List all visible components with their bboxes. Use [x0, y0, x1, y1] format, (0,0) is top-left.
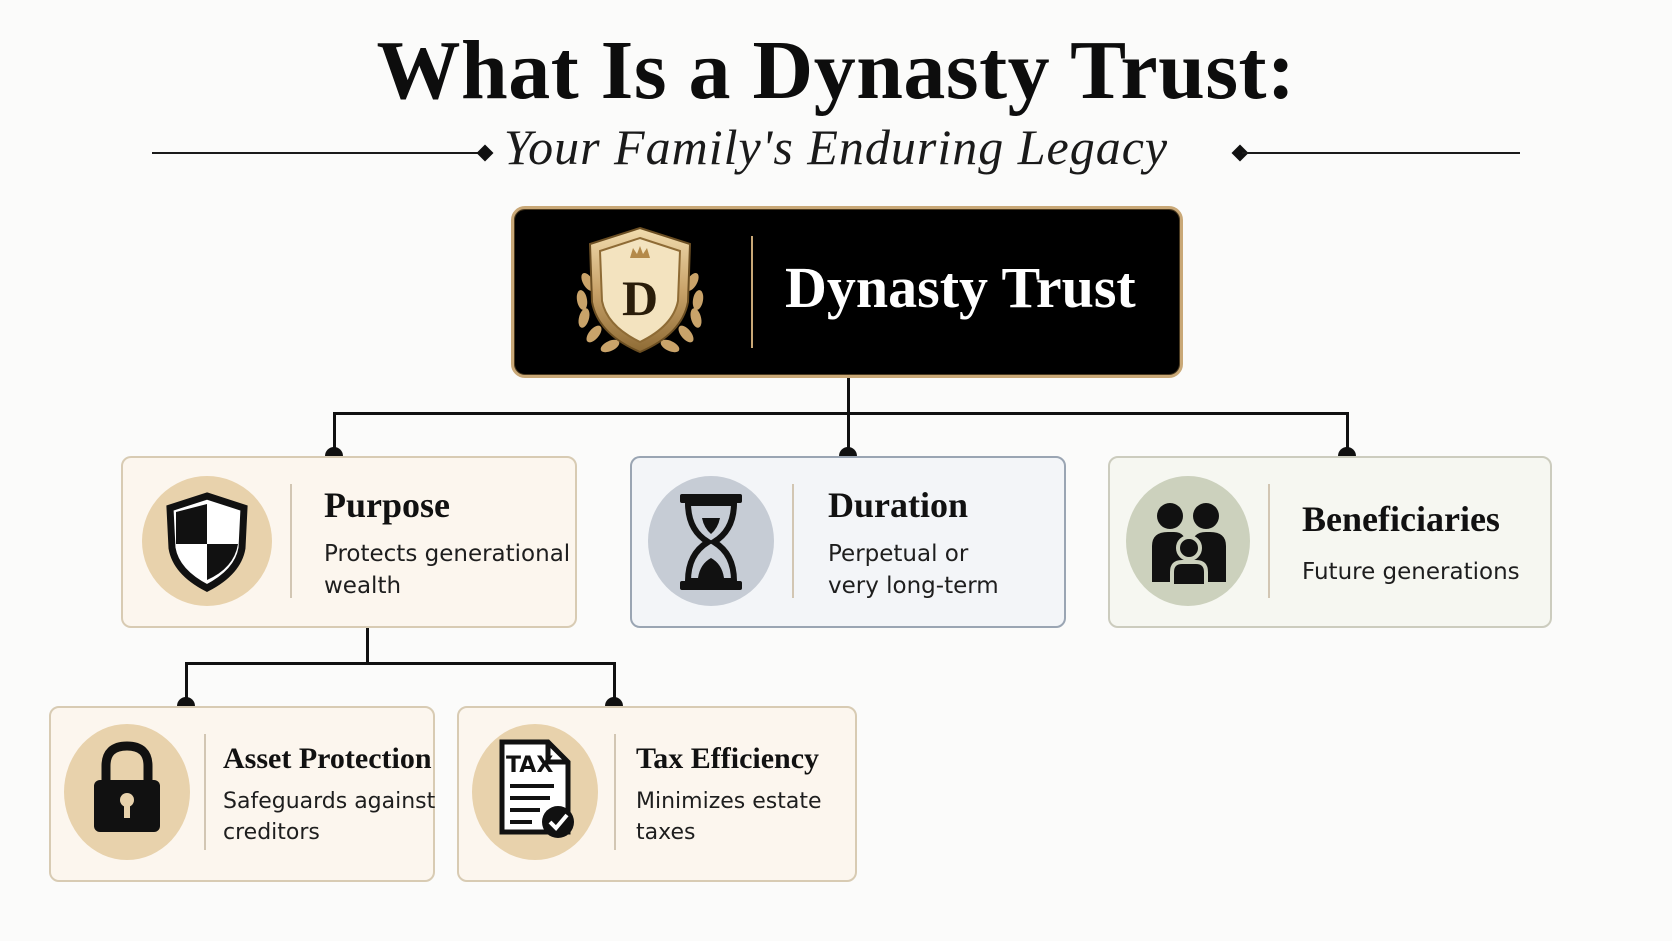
beneficiaries-title: Beneficiaries: [1302, 499, 1500, 539]
tax-efficiency-desc-line1: Minimizes estate: [636, 789, 822, 814]
asset-protection-desc-line1: Safeguards against: [223, 789, 436, 814]
beneficiaries-divider: [1268, 484, 1270, 598]
tax-efficiency-desc-line2: taxes: [636, 820, 696, 845]
duration-title: Duration: [828, 485, 969, 525]
hourglass-icon: [680, 494, 742, 590]
shield-icon: [166, 492, 248, 592]
tax-efficiency-title: Tax Efficiency: [636, 742, 820, 775]
asset-protection-desc-line2: creditors: [223, 820, 320, 845]
duration-desc-line2: very long-term: [828, 573, 999, 599]
duration-desc-line1: Perpetual or: [828, 541, 969, 567]
root-label: Dynasty Trust: [785, 255, 1136, 320]
page-title: What Is a Dynasty Trust:: [376, 24, 1296, 117]
tax-efficiency-divider: [614, 734, 616, 850]
connector-beneficiaries: [1346, 412, 1349, 455]
asset-protection-title: Asset Protection: [223, 742, 432, 775]
connector-tax-efficiency: [613, 662, 616, 704]
connector-duration: [847, 412, 850, 455]
family-icon: [1152, 503, 1226, 586]
connector-purpose: [333, 412, 336, 455]
padlock-icon: [94, 741, 160, 832]
purpose-divider: [290, 484, 292, 598]
connector-root-stem: [847, 378, 850, 414]
beneficiaries-desc-line1: Future generations: [1302, 559, 1520, 585]
connector-purpose-stem: [366, 628, 369, 664]
connector-asset-protection: [185, 662, 188, 704]
tax-icon-text: TAX: [506, 753, 553, 778]
page-subtitle: Your Family's Enduring Legacy: [503, 119, 1169, 175]
tax-document-icon: TAX: [499, 739, 574, 838]
connector-level2-bar: [185, 662, 616, 665]
left-rule: [152, 152, 482, 154]
purpose-desc-line2: wealth: [324, 573, 402, 599]
duration-divider: [792, 484, 794, 598]
purpose-title: Purpose: [324, 485, 450, 525]
purpose-desc-line1: Protects generational: [324, 541, 571, 567]
root-divider: [751, 236, 753, 348]
emblem-letter: D: [622, 270, 658, 326]
right-rule: [1242, 152, 1520, 154]
connector-level1-bar: [333, 412, 1349, 415]
crest-shield-icon: D: [576, 226, 704, 354]
asset-protection-divider: [204, 734, 206, 850]
